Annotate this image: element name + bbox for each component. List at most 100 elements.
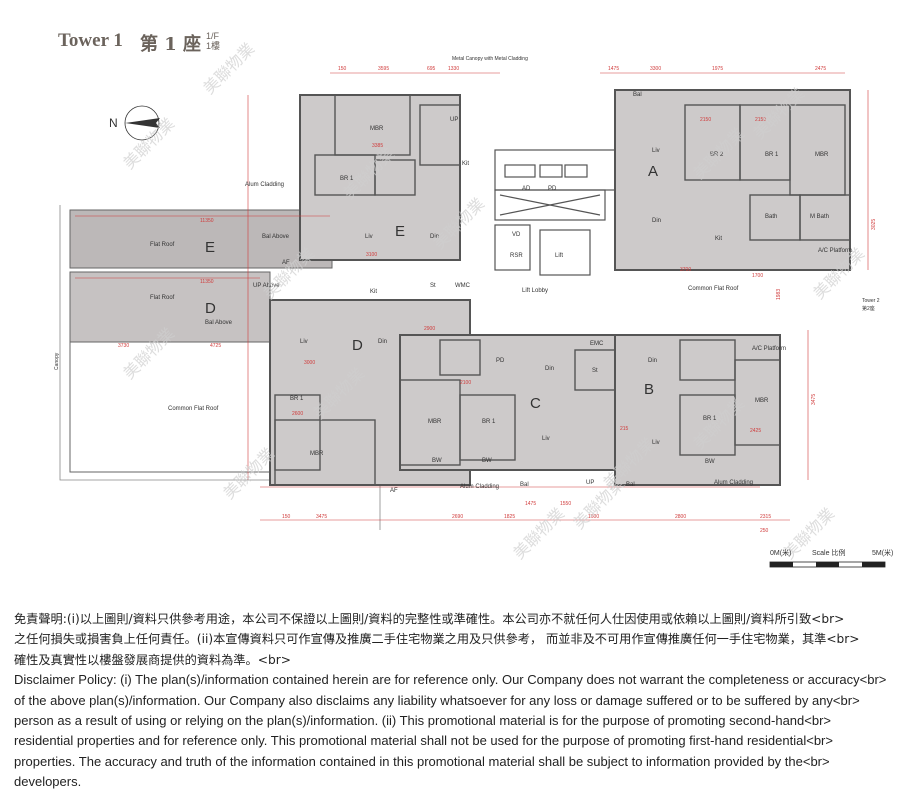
disclaimer-en-line: of the above plan(s)/information. Our Co… [14, 692, 860, 708]
room-label: Common Flat Roof [168, 406, 219, 412]
room-label: Din [545, 366, 554, 372]
room-label: EMC [590, 341, 604, 347]
watermark: 美聯物業 [569, 474, 628, 533]
dimension-label: 11350 [200, 279, 214, 285]
disclaimer-en-line: residential properties and for reference… [14, 733, 833, 749]
room-label: Lift [555, 253, 563, 259]
dimension-label: 3100 [366, 252, 377, 258]
room-label: Lift Lobby [522, 288, 548, 294]
scale-title: Scale 比例 [812, 550, 846, 557]
room-label: BW [705, 459, 715, 465]
room-label: Alum Cladding [460, 484, 499, 490]
room-label: Din [378, 339, 387, 345]
dimension-label: 1550 [560, 501, 571, 507]
room-label: Din [430, 234, 439, 240]
dimension-label: 2315 [760, 514, 771, 520]
dimension-label: 150 [338, 66, 347, 72]
room-label: Flat Roof [150, 242, 175, 248]
room-label: BR 1 [765, 152, 779, 158]
dimension-label: 150 [282, 514, 291, 520]
room-label: Alum Cladding [714, 480, 753, 486]
room-label: Kit [462, 161, 469, 167]
room-label: BR 1 [290, 396, 304, 402]
dimension-label: 1825 [504, 514, 515, 520]
disclaimer-en-line: Disclaimer Policy: (i) The plan(s)/infor… [14, 672, 887, 688]
flat-roof-e-letter: E [205, 239, 215, 256]
room-label: St [430, 283, 436, 289]
unit-d-label: D [352, 337, 363, 354]
dimension-label: 215 [620, 426, 629, 432]
dimension-label: 3385 [372, 143, 383, 149]
room-label: PD [496, 358, 505, 364]
room-label: MBR [370, 126, 384, 132]
flat-roof-e [69, 209, 333, 269]
floor-label-en: 1/F [206, 31, 220, 41]
room-label: Bal [633, 92, 642, 98]
room-label: MBR [428, 419, 442, 425]
floor-label: 1/F 1樓 [206, 31, 220, 51]
room-label: AF [282, 260, 290, 266]
disclaimer-cn-line: 確性及真實性以樓盤發展商提供的資料為準。<br> [14, 652, 291, 667]
dimension-label: 3025 [871, 219, 877, 230]
tower-title-cn: 第 1 座 [140, 34, 202, 55]
room-label: St [592, 368, 598, 374]
dimension-label: 3300 [650, 66, 661, 72]
dimension-label: 1700 [752, 273, 763, 279]
dimension-label: 2150 [700, 117, 711, 123]
room-label: A/C Platform [818, 248, 852, 254]
dimension-label: 2475 [815, 66, 826, 72]
plan-drawing: A B C D E D E MBR BR 1 Kit Liv Din Liv D… [54, 39, 886, 568]
disclaimer-en-line: properties. The accuracy and truth of th… [14, 753, 830, 769]
room-label: WMC [455, 283, 471, 289]
room-label: Liv [365, 234, 373, 240]
dimension-label: 2800 [675, 514, 686, 520]
canopy-label: Canopy [54, 352, 60, 370]
room-label: Common Flat Roof [688, 286, 739, 292]
room-label: Bal [626, 482, 635, 488]
dimension-label: 1475 [608, 66, 619, 72]
dimension-label: 2690 [452, 514, 463, 520]
room-label: VD [512, 232, 521, 238]
disclaimer-cn-line: 之任何損失或損害負上任何責任。(ii)本宣傳資料只可作宣傳及推廣二手住宅物業之用… [14, 632, 860, 647]
room-label: Kit [715, 236, 722, 242]
room-label: Din [648, 358, 657, 364]
room-label: Bal [520, 482, 529, 488]
floor-plan: Tower 1 第 1 座 1/F 1樓 [54, 30, 894, 568]
room-label: A/C Platform [752, 346, 786, 352]
dimension-label: 3475 [811, 394, 817, 405]
room-label: Alum Cladding [245, 182, 284, 188]
dimension-label: 11350 [200, 218, 214, 224]
room-walls [274, 94, 851, 486]
room-label: Liv [300, 339, 308, 345]
room-label: Bath [765, 214, 777, 220]
flat-roof-d-letter: D [205, 300, 216, 317]
room-label: BW [482, 458, 492, 464]
scale-bar [769, 561, 886, 568]
common-flat-roof-area [69, 341, 271, 473]
dimension-label: 1475 [525, 501, 536, 507]
unit-b-label: B [644, 381, 654, 398]
dimension-label: 2900 [424, 326, 435, 332]
dimension-label: 3000 [304, 360, 315, 366]
unit-a-label: A [648, 163, 658, 180]
room-label: Kit [370, 289, 377, 295]
room-label: Liv [542, 436, 550, 442]
metal-canopy-label: Metal Canopy with Metal Cladding [452, 56, 528, 62]
room-label: BR 1 [703, 416, 717, 422]
room-label: BW [432, 458, 442, 464]
room-label: AD [522, 186, 531, 192]
room-label: RSR [510, 253, 523, 259]
svg-text:N: N [109, 116, 118, 130]
dimension-label: 1983 [776, 289, 782, 300]
dimension-lines [75, 72, 869, 521]
dimension-label: 1330 [448, 66, 459, 72]
room-label: Din [652, 218, 661, 224]
room-label: BR 2 [710, 152, 724, 158]
room-label: Liv [652, 440, 660, 446]
dimension-label: 3595 [378, 66, 389, 72]
room-label: Liv [652, 148, 660, 154]
room-label: UP [450, 117, 458, 123]
dimension-label: 2150 [755, 117, 766, 123]
dimension-label: 3700 [680, 267, 691, 273]
dimension-label: 1600 [588, 514, 599, 520]
